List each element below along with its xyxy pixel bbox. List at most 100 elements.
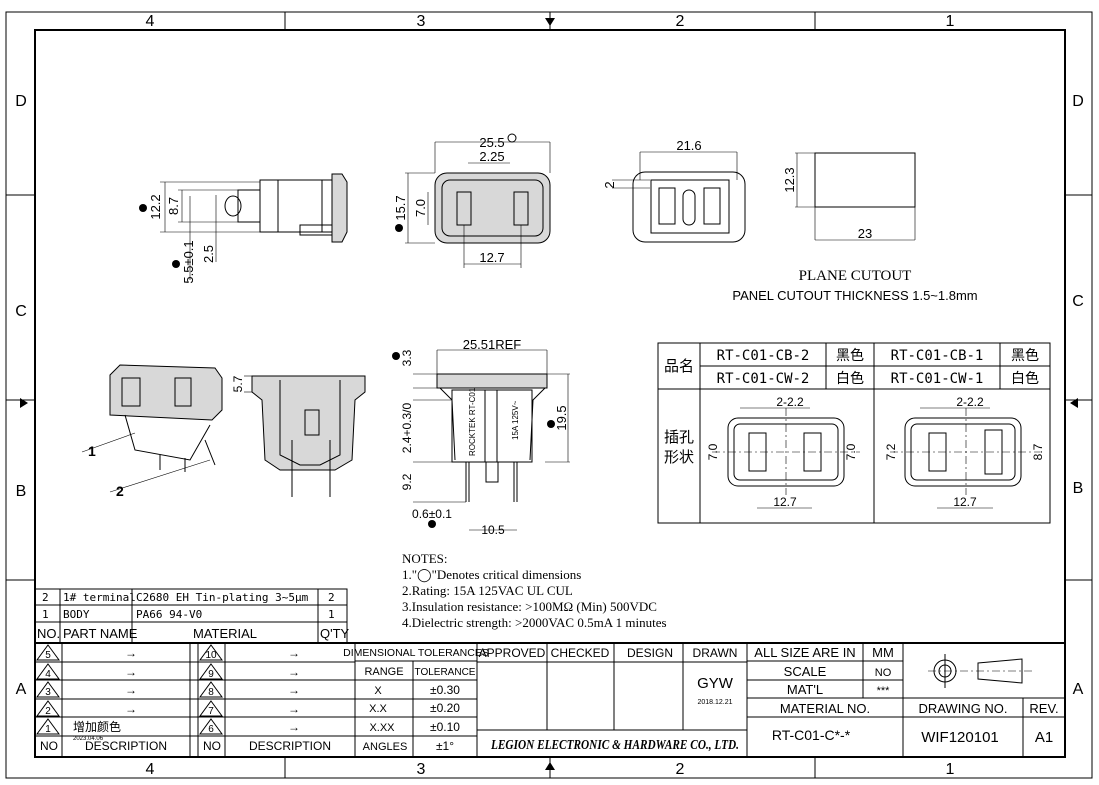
isometric-view: 1 2 (81, 364, 223, 499)
model-name: RT-C01-CW-2 (717, 371, 810, 387)
checked-label: CHECKED (551, 646, 610, 660)
zone-col-label: 4 (146, 761, 155, 778)
center-mark-left (20, 398, 28, 408)
dim-label: 7.0 (413, 199, 428, 217)
color-name: 白色 (1011, 370, 1039, 387)
header-qty: Q'TY (320, 626, 350, 641)
dim-label: 21.6 (676, 138, 701, 153)
revision-triangle-icon (36, 700, 60, 717)
part-material: PA66 94-V0 (136, 608, 202, 621)
design-label: DESIGN (627, 646, 673, 660)
revision-no: 7 (208, 706, 214, 717)
notes-title: NOTES: (402, 551, 448, 566)
dim-label: 12.7 (479, 250, 504, 265)
projection-symbol-icon (928, 654, 1035, 688)
dim-label: 2-2.2 (956, 395, 984, 409)
revision-no: 5 (45, 650, 51, 661)
revision-no: 8 (208, 687, 214, 698)
units-label: ALL SIZE ARE IN (754, 645, 855, 660)
body-marking: ROCKTEK RT-C01 (468, 387, 477, 456)
revision-description: → (125, 702, 137, 716)
dim-label: 9.2 (400, 473, 414, 490)
revision-no: 1 (45, 724, 51, 735)
dim-label: 7.2 (884, 443, 898, 460)
revision-triangle-icon (199, 681, 223, 698)
zone-row-label: B (16, 483, 27, 500)
dim-label: 12.7 (773, 495, 797, 509)
rev-value: A1 (1035, 729, 1053, 746)
part-qty: 1 (328, 608, 335, 621)
part-no: 2 (42, 591, 49, 604)
dim-label: 0.6±0.1 (412, 507, 452, 521)
zone-labels: 4 3 2 1 4 3 2 1 D C B A D C B A (15, 13, 1084, 778)
revision-no: 3 (45, 687, 51, 698)
header-no: NO. (37, 626, 60, 641)
dim-label: 8.7 (1031, 443, 1045, 460)
dim-label: 15.7 (393, 195, 408, 220)
dim-label: 2 (602, 181, 617, 188)
section-view: 5.7 (231, 375, 366, 497)
part-name: 1# terminal (63, 591, 136, 604)
revision-description: → (288, 665, 300, 679)
part-no: 1 (42, 608, 49, 621)
drawn-by: GYW (697, 675, 734, 692)
zone-col-label: 2 (676, 761, 685, 778)
zone-col-label: 2 (676, 13, 685, 30)
callout: 1 (88, 443, 96, 459)
dim-label: 10.5 (481, 523, 505, 537)
zone-col-label: 3 (417, 13, 426, 30)
revision-triangle-icon (36, 663, 60, 680)
dim-label: 7.0 (844, 443, 858, 460)
cutout-subtitle: PANEL CUTOUT THICKNESS 1.5~1.8mm (732, 288, 977, 303)
name-label: 品名 (664, 357, 694, 375)
rev-header-no: NO (203, 739, 221, 753)
approval-block: APPROVED CHECKED DESIGN DRAWN GYW 2018.1… (477, 643, 748, 757)
zone-row-label: A (16, 681, 27, 698)
front-view: 25.5 2.25 15.7 7.0 12.7 (393, 133, 551, 268)
zone-row-label: A (1073, 681, 1084, 698)
note-item: 3.Insulation resistance: >100MΩ (Min) 50… (402, 599, 657, 614)
title-block: ALL SIZE ARE IN MM SCALE NO MAT'L *** MA… (747, 643, 1065, 757)
header-material: MATERIAL (193, 626, 257, 641)
rev-header-no: NO (40, 739, 58, 753)
model-name: RT-C01-CB-1 (891, 348, 984, 364)
note-item: 4.Dielectric strength: >2000VAC 0.5mA 1 … (402, 615, 667, 630)
part-name: BODY (63, 608, 90, 621)
revision-triangle-icon (36, 644, 60, 661)
material-no-label: MATERIAL NO. (780, 701, 870, 716)
revision-description: → (288, 702, 300, 716)
dim-label: 2.25 (479, 149, 504, 164)
drawing-no-label: DRAWING NO. (918, 701, 1007, 716)
dim-label: 2-2.2 (776, 395, 804, 409)
dim-label: 3.3 (400, 349, 414, 366)
revision-triangle-icon (199, 663, 223, 680)
zone-row-label: C (15, 303, 27, 320)
elevation-view: 25.51REF 3.3 2.4+0.3/0 19.5 9.2 0.6±0.1 … (392, 337, 570, 537)
tolerance-value: ±0.20 (430, 701, 460, 715)
part-qty: 2 (328, 591, 335, 604)
revision-description: → (288, 646, 300, 660)
socket-shape-left: 2-2.2 7.0 7.0 12.7 (706, 395, 860, 509)
cutout-title: PLANE CUTOUT (799, 268, 912, 284)
dim-label: 7.0 (706, 443, 720, 460)
zone-col-label: 4 (146, 13, 155, 30)
center-mark-right (1070, 398, 1078, 408)
body-marking: 15A 125V~ (511, 400, 520, 440)
tolerance-header: TOLERANCE (415, 667, 476, 678)
revision-triangle-icon (199, 718, 223, 735)
zone-col-label: 1 (946, 761, 955, 778)
zone-col-label: 1 (946, 13, 955, 30)
zone-col-label: 3 (417, 761, 426, 778)
revision-date: 2023.04.06 (73, 736, 104, 742)
callout: 2 (116, 483, 124, 499)
variants-table: 品名 RT-C01-CB-2 黑色 RT-C01-CB-1 黑色 RT-C01-… (657, 342, 1051, 524)
matl-label: MAT'L (787, 682, 823, 697)
note-item: 1."◯"Denotes critical dimensions (402, 567, 581, 583)
center-mark-top (545, 18, 555, 26)
revision-no: 2 (45, 706, 51, 717)
range-value: ANGLES (363, 741, 408, 753)
socket-shape-right: 2-2.2 7.2 8.7 12.7 (884, 395, 1045, 509)
rev-label: REV. (1029, 701, 1058, 716)
drawn-label: DRAWN (693, 646, 738, 660)
zone-row-label: C (1072, 293, 1084, 310)
